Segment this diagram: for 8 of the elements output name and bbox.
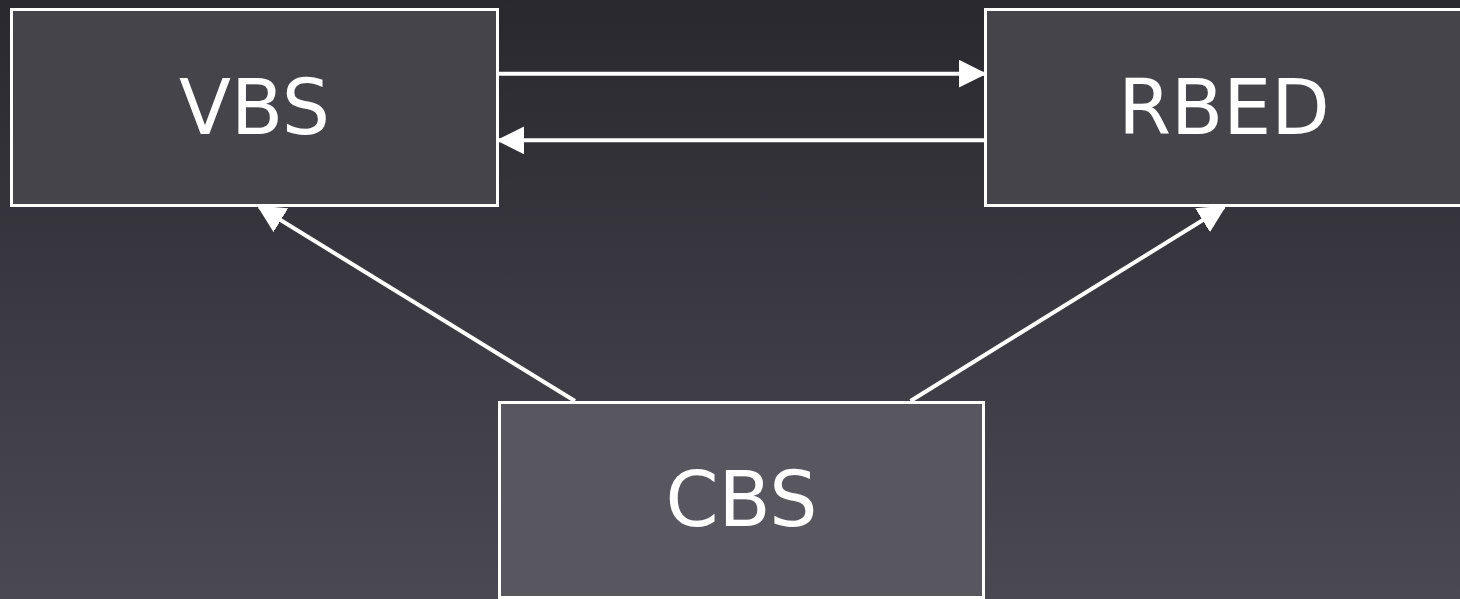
box-label: RBED (1118, 69, 1330, 146)
arrow (909, 205, 1227, 403)
arrow (257, 205, 576, 403)
box-label: VBS (178, 69, 330, 146)
box-label: CBS (665, 462, 818, 538)
process-box (984, 8, 1460, 207)
process-box (10, 8, 499, 207)
process-box (498, 401, 985, 599)
